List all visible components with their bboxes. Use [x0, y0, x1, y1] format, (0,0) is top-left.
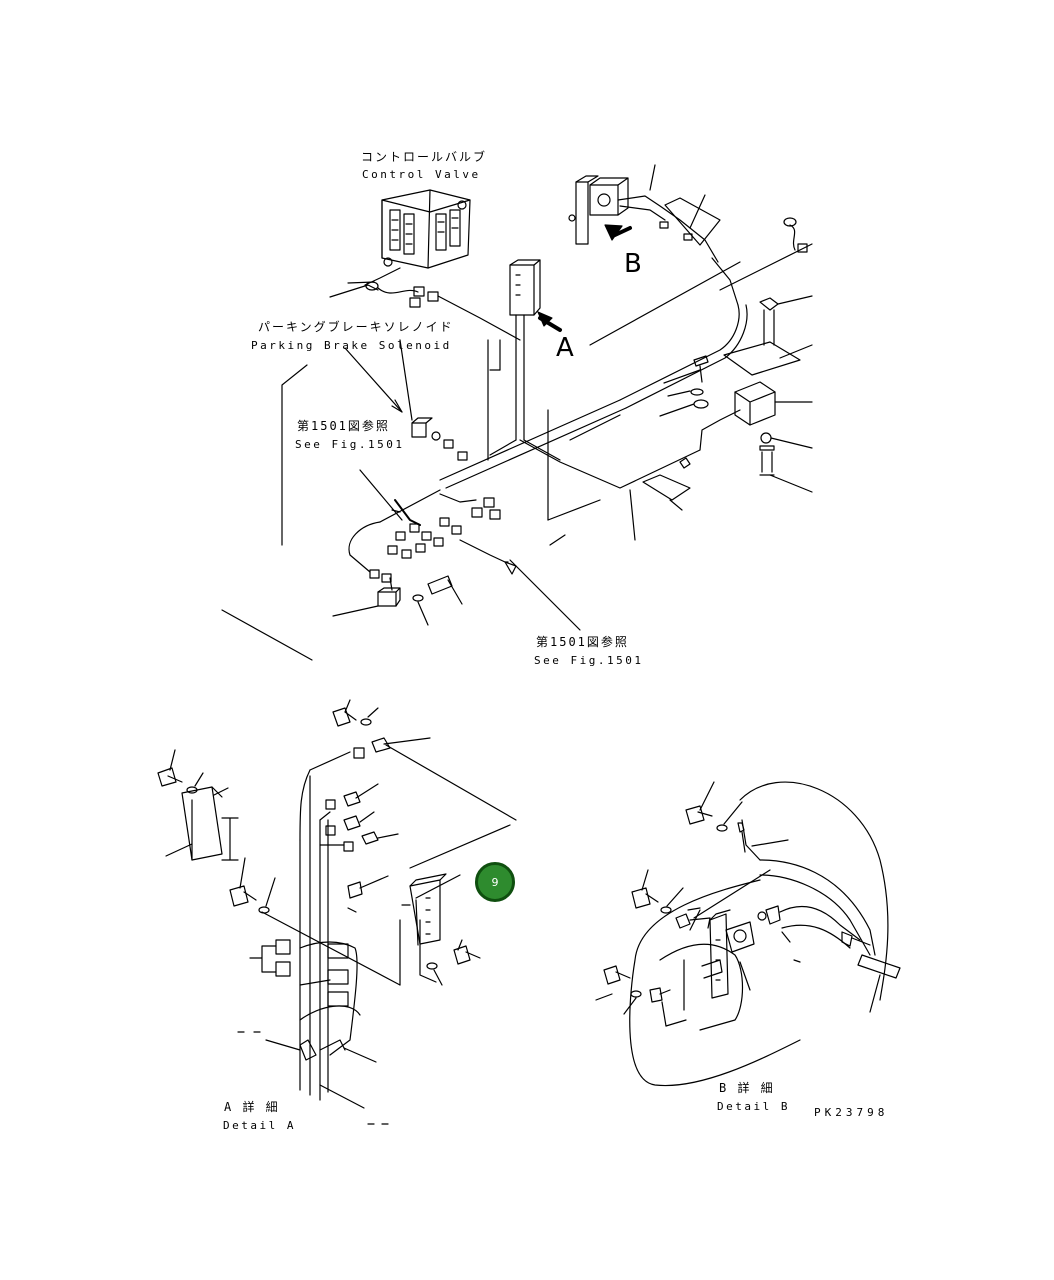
control-valve-label-jp: コントロールバルブ — [361, 150, 488, 164]
main-harness — [439, 243, 813, 546]
parking-brake-label-en: Parking Brake Solenoid — [251, 339, 452, 352]
detail-b — [595, 781, 901, 1087]
see-fig-label-en-2: See Fig.1501 — [534, 654, 644, 667]
detail-a-label-jp: A 詳 細 — [224, 1100, 280, 1114]
detail-a-label-en: Detail A — [223, 1119, 296, 1132]
detail-b-label-en: Detail B — [717, 1100, 790, 1113]
parking-brake-label-jp: パーキングブレーキソレノイド — [258, 320, 454, 334]
bracket-b — [568, 164, 808, 263]
view-b-marker: B — [624, 249, 642, 279]
view-a-marker: A — [556, 333, 574, 363]
bracket-a — [489, 259, 562, 461]
wire-clip — [629, 457, 691, 541]
detail-b-label-jp: B 詳 細 — [719, 1081, 775, 1095]
drawing-number: PK23798 — [814, 1106, 889, 1119]
callout-9-number: 9 — [491, 875, 499, 889]
right-hardware — [659, 295, 813, 493]
connector-cluster — [332, 339, 509, 626]
see-fig-label-en-1: See Fig.1501 — [295, 438, 405, 451]
control-valve-label-en: Control Valve — [362, 168, 481, 181]
control-valve — [329, 189, 521, 341]
leader-lines — [221, 339, 581, 661]
detail-a — [157, 699, 517, 1125]
see-fig-label-jp-2: 第1501図参照 — [536, 635, 629, 649]
see-fig-label-jp-1: 第1501図参照 — [297, 419, 390, 433]
callout-9-marker[interactable]: 9 — [475, 862, 515, 902]
